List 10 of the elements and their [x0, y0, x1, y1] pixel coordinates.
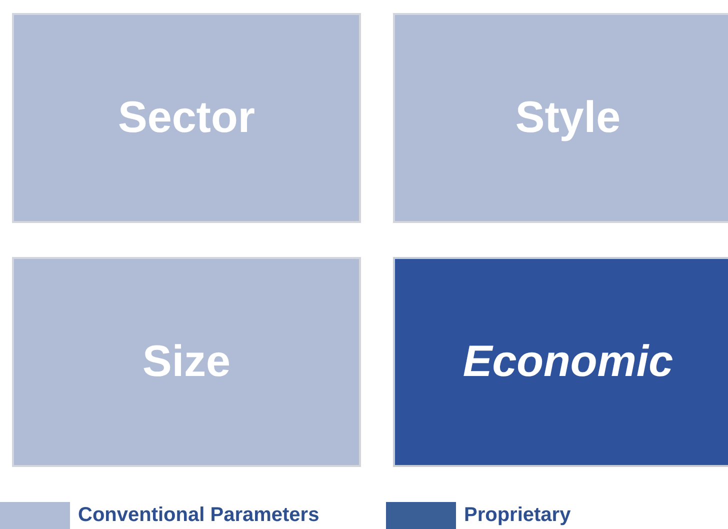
box-label: Size — [142, 337, 231, 387]
category-box — [12, 257, 361, 467]
box-label: Style — [515, 93, 621, 143]
category-box — [393, 257, 728, 467]
box-label: Sector — [118, 93, 255, 143]
category-box — [393, 13, 728, 223]
box-label: Economic — [462, 337, 674, 387]
legend-label: Conventional Parameters — [78, 504, 320, 527]
category-box — [12, 13, 361, 223]
legend-label: Proprietary — [464, 504, 571, 527]
